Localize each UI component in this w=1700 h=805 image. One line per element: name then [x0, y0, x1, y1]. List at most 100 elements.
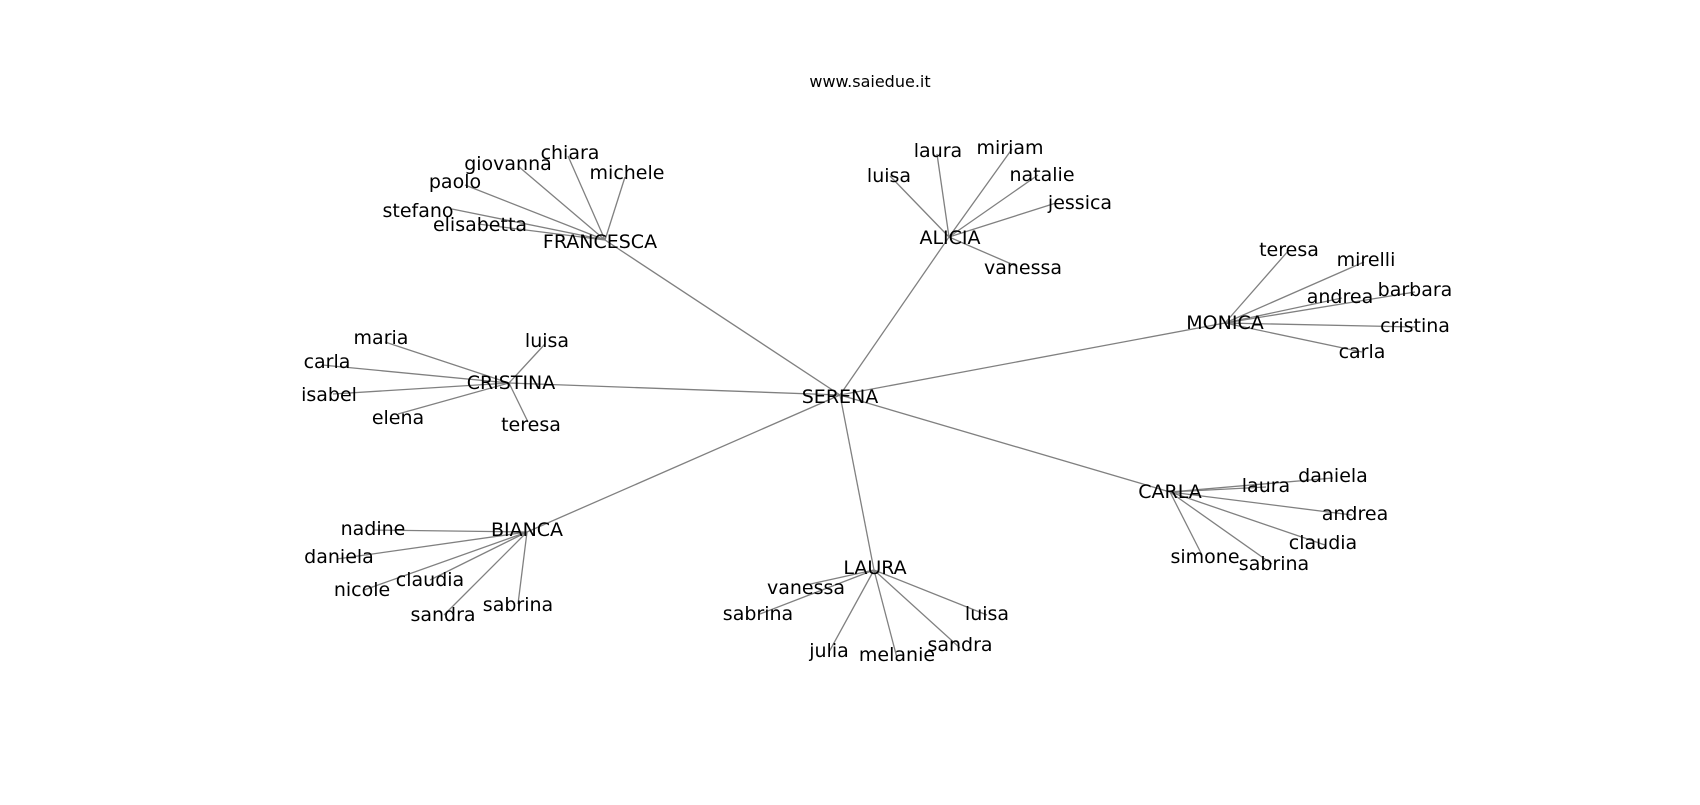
edge-carla-simone	[1169, 491, 1203, 556]
leaf-node-label: nicole	[334, 579, 390, 601]
center-node-label: SERENA	[802, 386, 878, 408]
leaf-node-label: jessica	[1047, 192, 1112, 214]
leaf-node-label: carla	[304, 351, 351, 373]
leaf-node-label: barbara	[1378, 279, 1453, 301]
edge-alicia-laura	[936, 153, 950, 238]
leaf-node-label: sandra	[927, 634, 992, 656]
edge-cristina-carla	[321, 364, 510, 384]
hub-node-label: FRANCESCA	[543, 231, 657, 253]
edges-layer	[321, 148, 1416, 659]
leaf-node-label: laura	[1242, 475, 1290, 497]
hub-node-label: LAURA	[843, 557, 906, 579]
edge-carla-sabrina	[1169, 491, 1273, 565]
edge-laura-sabrina	[759, 569, 875, 615]
edge-francesca-stefano	[451, 208, 606, 241]
edge-bianca-daniela	[336, 531, 528, 560]
edge-laura-julia	[828, 569, 875, 653]
edge-cristina-maria	[384, 341, 510, 384]
edge-center-francesca	[604, 239, 841, 396]
leaf-node-label: andrea	[1322, 503, 1388, 525]
edge-bianca-nadine	[372, 529, 528, 533]
leaf-node-label: miriam	[976, 137, 1043, 159]
leaf-node-label: cristina	[1380, 315, 1450, 337]
edge-bianca-sabrina	[517, 531, 528, 605]
leaf-node-label: daniela	[304, 546, 374, 568]
leaf-node-label: nadine	[341, 518, 406, 540]
leaf-node-label: teresa	[501, 414, 561, 436]
leaf-node-label: sabrina	[1239, 553, 1309, 575]
edge-francesca-elisabetta	[477, 223, 606, 241]
hub-node-label: BIANCA	[491, 519, 563, 541]
leaf-node-label: mirelli	[1337, 249, 1396, 271]
hub-node-label: CRISTINA	[467, 372, 556, 394]
edge-carla-laura	[1169, 486, 1267, 493]
edge-center-carla	[839, 394, 1171, 493]
leaf-node-label: paolo	[429, 171, 481, 193]
leaf-node-label: claudia	[396, 569, 464, 591]
edge-laura-melanie	[873, 569, 898, 659]
edge-monica-carla	[1224, 322, 1363, 353]
leaf-node-label: elisabetta	[433, 214, 527, 236]
edge-carla-claudia	[1169, 491, 1326, 546]
leaf-node-label: michele	[590, 162, 665, 184]
edge-bianca-sandra	[443, 531, 528, 616]
edge-cristina-teresa	[508, 382, 529, 423]
edge-alicia-luisa	[889, 175, 950, 238]
edge-laura-sandra	[873, 569, 961, 649]
edge-monica-teresa	[1224, 249, 1290, 324]
edge-center-bianca	[526, 394, 841, 533]
edge-francesca-paolo	[464, 184, 606, 241]
edge-center-laura	[839, 394, 875, 571]
caption: www.saiedue.it	[809, 72, 931, 91]
leaf-node-label: melanie	[859, 644, 935, 666]
leaf-node-label: daniela	[1298, 465, 1368, 487]
leaf-node-label: teresa	[1259, 239, 1319, 261]
edge-alicia-miriam	[948, 148, 1013, 238]
edge-center-alicia	[839, 236, 950, 396]
edge-monica-mirelli	[1224, 261, 1365, 324]
hub-node-label: MONICA	[1186, 312, 1263, 334]
leaf-node-label: maria	[354, 327, 409, 349]
leaf-node-label: julia	[808, 640, 849, 662]
edge-francesca-michele	[604, 176, 626, 241]
leaf-node-label: giovanna	[464, 153, 552, 175]
edge-cristina-luisa	[508, 343, 546, 384]
leaf-node-label: vanessa	[767, 577, 845, 599]
leaf-node-label: luisa	[965, 603, 1009, 625]
leaf-node-label: vanessa	[984, 257, 1062, 279]
leaf-node-label: elena	[372, 407, 424, 429]
edge-laura-luisa	[873, 569, 988, 616]
edge-carla-andrea	[1169, 491, 1353, 516]
edge-cristina-isabel	[332, 382, 510, 395]
edge-bianca-claudia	[429, 531, 528, 581]
leaf-node-label: laura	[914, 140, 962, 162]
leaf-node-label: andrea	[1307, 286, 1373, 308]
edge-laura-vanessa	[805, 569, 875, 586]
leaf-node-label: carla	[1339, 341, 1386, 363]
leaf-node-label: claudia	[1289, 532, 1357, 554]
edge-francesca-chiara	[567, 155, 606, 241]
leaf-node-label: luisa	[525, 330, 569, 352]
hub-node-label: ALICIA	[919, 227, 980, 249]
edge-center-monica	[839, 322, 1226, 396]
leaf-node-label: natalie	[1009, 164, 1074, 186]
hub-node-label: CARLA	[1138, 481, 1202, 503]
edge-carla-daniela	[1169, 477, 1334, 493]
edge-center-cristina	[508, 382, 841, 396]
leaf-node-label: sabrina	[723, 603, 793, 625]
leaf-node-label: chiara	[541, 142, 600, 164]
edge-alicia-jessica	[948, 202, 1057, 238]
edge-alicia-natalie	[948, 174, 1039, 238]
edge-cristina-elena	[397, 382, 510, 415]
edge-bianca-nicole	[363, 531, 528, 591]
edge-monica-barbara	[1224, 291, 1416, 324]
edge-monica-cristina	[1224, 322, 1416, 328]
leaf-node-label: stefano	[382, 200, 453, 222]
edge-francesca-giovanna	[517, 165, 606, 241]
leaf-node-label: sandra	[410, 604, 475, 626]
leaf-node-label: simone	[1170, 546, 1239, 568]
edge-monica-andrea	[1224, 297, 1343, 324]
